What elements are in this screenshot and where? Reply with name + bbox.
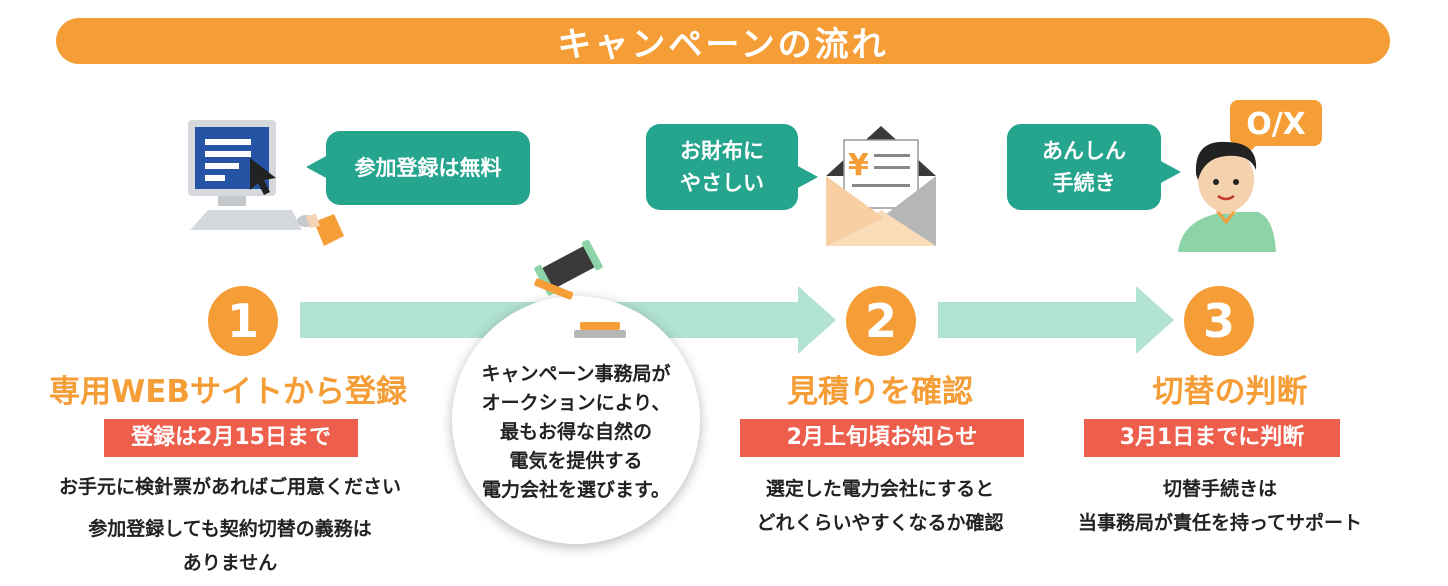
page-title: キャンペーンの流れ bbox=[56, 18, 1390, 65]
bubble-text: やさしい bbox=[680, 171, 764, 195]
desc-line: 参加登録しても契約切替の義務は bbox=[88, 518, 372, 540]
envelope-icon: ¥ bbox=[826, 126, 936, 246]
step-3-decision-badge: 3月1日までに判断 bbox=[1084, 419, 1340, 457]
desc-line: どれくらいやすくなるか確認 bbox=[756, 512, 1004, 534]
center-text-line: オークションにより、 bbox=[481, 391, 671, 414]
bubble-text: 参加登録は無料 bbox=[354, 156, 502, 180]
center-text-line: 電力会社を選びます。 bbox=[481, 478, 671, 501]
step-3-description: 切替手続きは 当事務局が責任を持ってサポート bbox=[1040, 472, 1400, 540]
bubble-tail bbox=[306, 155, 328, 179]
step-3-number: 3 bbox=[1184, 286, 1254, 356]
step-2-notice-badge: 2月上旬頃お知らせ bbox=[740, 419, 1024, 457]
center-text-line: 最もお得な自然の bbox=[499, 420, 652, 443]
bubble-tail bbox=[796, 165, 818, 189]
computer-icon bbox=[188, 120, 344, 246]
speech-bubble-safe-procedure: あんしん 手続き bbox=[1007, 124, 1161, 210]
step-2-title: 見積りを確認 bbox=[787, 374, 973, 410]
step-1-number: 1 bbox=[208, 286, 278, 356]
desc-line: 選定した電力会社にすると bbox=[765, 478, 995, 500]
desc-line: 切替手続きは bbox=[1162, 478, 1277, 500]
step-2-number: 2 bbox=[846, 286, 916, 356]
desc-line: 当事務局が責任を持ってサポート bbox=[1077, 512, 1363, 534]
step-3-title: 切替の判断 bbox=[1152, 374, 1308, 410]
flow-arrow-head bbox=[1136, 286, 1174, 354]
bubble-text: あんしん bbox=[1042, 139, 1126, 163]
gavel-icon bbox=[534, 240, 626, 338]
bubble-text: お財布に bbox=[680, 139, 764, 163]
desc-line: お手元に検針票があればご用意ください bbox=[58, 476, 401, 498]
desc-line: ありません bbox=[182, 552, 278, 574]
step-1-title: 専用WEBサイトから登録 bbox=[49, 374, 407, 410]
speech-bubble-wallet-friendly: お財布に やさしい bbox=[646, 124, 798, 210]
center-text-line: キャンペーン事務局が bbox=[481, 362, 671, 385]
yen-symbol: ¥ bbox=[848, 148, 869, 183]
flow-arrow-head bbox=[798, 286, 836, 354]
step-2-description: 選定した電力会社にすると どれくらいやすくなるか確認 bbox=[720, 472, 1040, 540]
center-text-line: 電気を提供する bbox=[509, 449, 643, 472]
speech-bubble-free-registration: 参加登録は無料 bbox=[326, 131, 530, 205]
quiz-mark: O/X bbox=[1246, 107, 1306, 142]
bubble-text: 手続き bbox=[1052, 171, 1116, 195]
step-1-description: お手元に検針票があればご用意ください 参加登録しても契約切替の義務は ありません bbox=[30, 470, 430, 580]
person-icon: O/X bbox=[1178, 100, 1322, 252]
flow-arrow-band bbox=[938, 302, 1138, 338]
bubble-tail bbox=[1159, 160, 1181, 184]
step-1-deadline-badge: 登録は2月15日まで bbox=[104, 419, 358, 457]
